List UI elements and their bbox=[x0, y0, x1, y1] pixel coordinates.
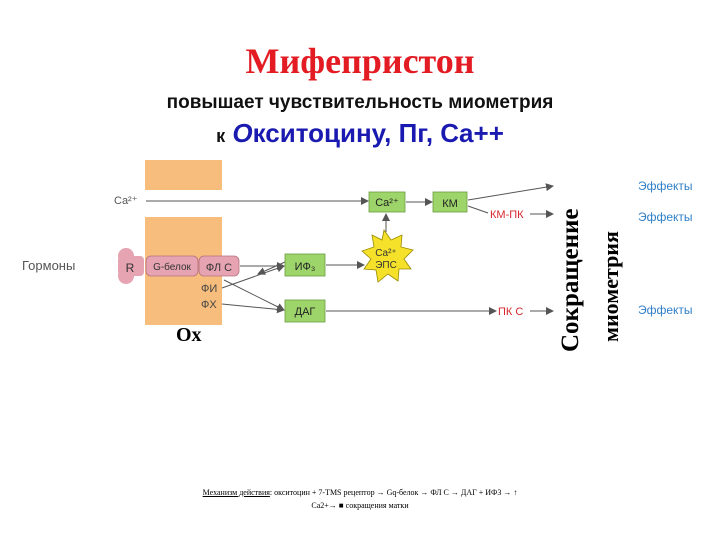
ca-external-label: Ca²⁺ bbox=[114, 195, 138, 207]
receptor: R bbox=[118, 248, 144, 284]
eps-ca-label: Ca²⁺ bbox=[375, 248, 396, 259]
dag-label: ДАГ bbox=[295, 306, 316, 318]
effects-label-3: Эффекты bbox=[638, 303, 693, 317]
km-to-kmpk-line bbox=[468, 206, 488, 213]
g-protein-label: G-белок bbox=[153, 261, 191, 273]
side-label-contraction: Сокращение bbox=[548, 180, 588, 355]
fi-label: ФИ bbox=[201, 283, 217, 295]
km-pk-label: КМ-ПК bbox=[490, 209, 524, 221]
plc-label: ФЛ С bbox=[206, 262, 232, 274]
effects-label-2: Эффекты bbox=[638, 210, 693, 224]
effects-label-1: Эффекты bbox=[638, 179, 693, 193]
receptor-label: R bbox=[126, 261, 135, 275]
ip3-label: ИФ₃ bbox=[295, 261, 316, 273]
km-label: КМ bbox=[442, 198, 458, 210]
mechanism-line2: Ca2+→ ■ сокращения матки bbox=[0, 501, 720, 510]
slide-subtitle-line1: повышает чувствительность миометрия bbox=[0, 92, 720, 114]
ox-label: Ох bbox=[176, 324, 202, 347]
pk-c-label: ПК С bbox=[498, 306, 523, 318]
ca-box-label: Ca²⁺ bbox=[375, 197, 399, 209]
fx-label: ФХ bbox=[201, 299, 217, 311]
km-to-effects-arrow bbox=[468, 186, 553, 200]
slide-title: Мифепристон bbox=[0, 40, 720, 82]
subtitle-rest: кситоцину, Пг, Ca++ bbox=[253, 118, 504, 148]
side-label-line1: Сокращение bbox=[557, 209, 584, 352]
eps-label: ЭПС bbox=[375, 260, 397, 271]
cell-top-block bbox=[145, 160, 222, 190]
mechanism-line1: Механизм действия: окситоцин + 7-TMS рец… bbox=[0, 488, 720, 497]
hormones-label: Гормоны bbox=[22, 258, 75, 273]
mechanism-line1-text: : окситоцин + 7-TMS рецептор → Gq-белок … bbox=[270, 488, 517, 497]
mechanism-label: Механизм действия bbox=[203, 488, 270, 497]
slide-subtitle-line2: к Окситоцину, Пг, Ca++ bbox=[0, 118, 720, 149]
subtitle-o: О bbox=[232, 118, 252, 148]
subtitle-k: к bbox=[216, 126, 225, 146]
side-label-line2: миометрия bbox=[598, 231, 623, 342]
side-label-myometrium: миометрия bbox=[590, 180, 630, 355]
